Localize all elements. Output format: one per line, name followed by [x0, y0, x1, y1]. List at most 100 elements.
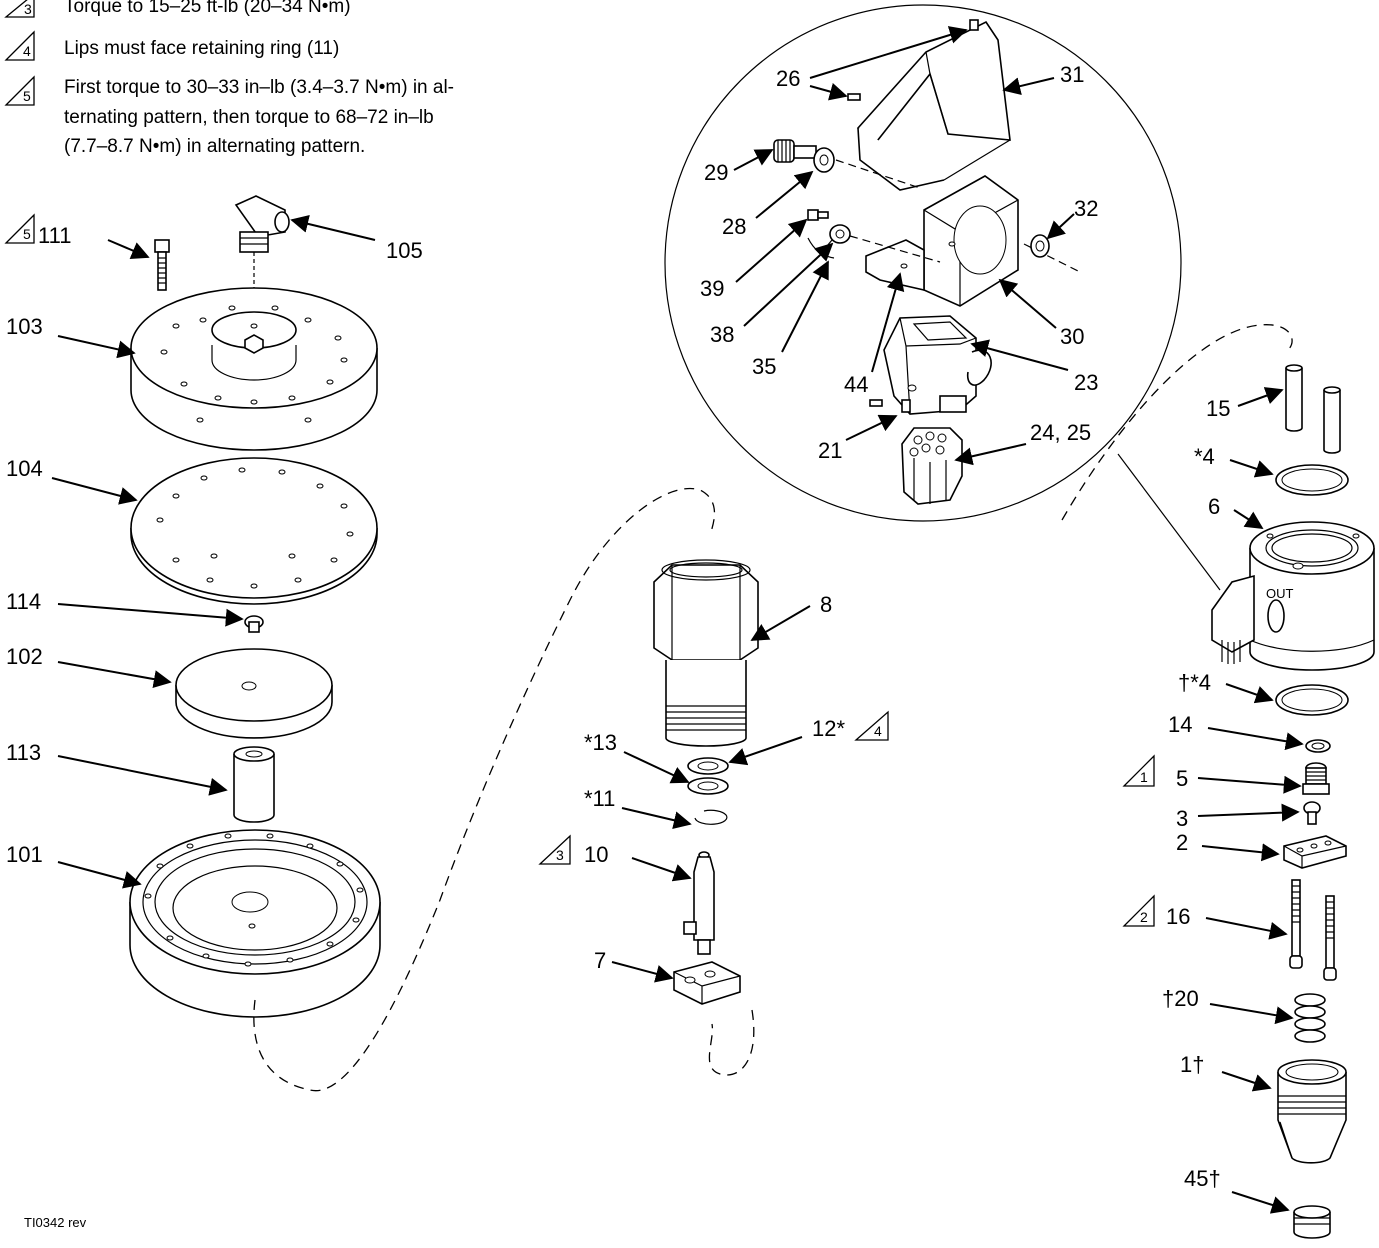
note-3-number: 3 [24, 1, 32, 17]
spring-20 [1294, 993, 1326, 1043]
dashed-connection-line [708, 1009, 755, 1076]
callout-38: 38 [710, 322, 734, 347]
note-5-line-2: ternating pattern, then torque to 68–72 … [64, 107, 434, 128]
warning-triangle-icon [1122, 754, 1155, 787]
callout-101: 101 [6, 842, 43, 867]
nut-5 [1302, 762, 1330, 795]
callout-35: 35 [752, 354, 776, 379]
warning-triangle-icon [1122, 894, 1155, 927]
callout-26: 26 [776, 66, 800, 91]
callout-23: 23 [1074, 370, 1098, 395]
callout-28: 28 [722, 214, 746, 239]
gasket-104 [130, 457, 378, 605]
callout-14: 14 [1168, 712, 1192, 737]
callout-10: 10 [584, 842, 608, 867]
callout-15: 15 [1206, 396, 1230, 421]
knob-29 [773, 139, 817, 163]
body-6: OUT [1211, 521, 1375, 671]
screw-114 [244, 615, 264, 633]
seal-12 [687, 757, 729, 775]
block-2 [1283, 835, 1347, 869]
note-5-number: 5 [23, 88, 31, 104]
screw-26-top [969, 19, 979, 31]
cover-plate-103 [130, 287, 378, 451]
body-marking: OUT [1266, 586, 1294, 601]
callout-31: 31 [1060, 62, 1084, 87]
callout-20: †20 [1162, 986, 1199, 1011]
callout-5: 5 [1176, 766, 1188, 791]
callout-1: 1† [1180, 1052, 1204, 1077]
callout-29: 29 [704, 160, 728, 185]
callout-12: 12* [812, 716, 845, 741]
bolt-111 [154, 239, 170, 291]
callout-2: 2 [1176, 830, 1188, 855]
dashed-connection-line [1061, 324, 1293, 521]
valve-3 [1303, 801, 1321, 825]
callout-104: 104 [6, 456, 43, 481]
callout-24-25: 24, 25 [1030, 420, 1091, 445]
figure-id: TI0342 rev [24, 1215, 87, 1230]
pin-15 [1285, 364, 1341, 454]
note-3-text: Torque to 15–25 ft-lb (20–34 N•m) [64, 0, 351, 17]
seal-13 [687, 777, 729, 795]
washer-32 [1030, 234, 1050, 258]
bracket-7 [673, 961, 741, 1005]
note-3: 3 Torque to 15–25 ft-lb (20–34 N•m) [4, 0, 351, 18]
housing-base-101 [129, 829, 381, 1018]
seat-housing-1 [1277, 1059, 1347, 1164]
screw-21 [869, 399, 911, 413]
cap-45 [1293, 1205, 1331, 1239]
middle-assembly: 8 12* 4 *13 *11 3 10 7 [538, 559, 889, 1076]
warning-triangle-icon [4, 75, 35, 106]
callout-45: 45† [1184, 1166, 1221, 1191]
screw-26 [847, 93, 861, 101]
note-4-number: 4 [23, 43, 31, 59]
callout-102: 102 [6, 644, 43, 669]
retaining-ring-11 [694, 809, 728, 825]
callout-4-top: *4 [1194, 444, 1215, 469]
washer-28 [813, 147, 835, 173]
o-ring-4-top [1275, 464, 1349, 496]
callout-111: 111 [38, 223, 71, 248]
callout-113: 113 [6, 740, 41, 765]
left-assembly: 5 111 105 103 104 114 102 113 101 [4, 195, 423, 1018]
pin-10 [683, 851, 715, 955]
seal-14 [1305, 739, 1331, 753]
ring-terminal-38 [821, 224, 851, 253]
warning-triangle-icon [4, 0, 35, 18]
callout-39: 39 [700, 276, 724, 301]
callout-13: *13 [584, 730, 617, 755]
housing-23 [883, 315, 992, 415]
callout-16: 16 [1166, 904, 1190, 929]
bolts-16 [1289, 879, 1337, 981]
screw-39 [807, 209, 829, 221]
note-5: 5 First torque to 30–33 in–lb (3.4–3.7 N… [4, 75, 454, 157]
callout-114: 114 [6, 589, 41, 614]
warning-triangle-icon [4, 213, 35, 244]
triangle-label: 2 [1140, 909, 1148, 925]
spacer-113 [233, 746, 275, 823]
detail-leader-line [1117, 453, 1221, 591]
warning-triangle-icon [854, 710, 889, 741]
callout-30: 30 [1060, 324, 1084, 349]
fitting-8 [653, 559, 759, 747]
callout-8: 8 [820, 592, 832, 617]
triangle-label: 5 [23, 226, 31, 242]
elbow-fitting-105 [234, 195, 290, 300]
callout-11: *11 [584, 786, 615, 811]
callout-44: 44 [844, 372, 868, 397]
note-4-text: Lips must face retaining ring (11) [64, 38, 339, 59]
note-5-line-1: First torque to 30–33 in–lb (3.4–3.7 N•m… [64, 77, 454, 98]
connector-24-25 [901, 427, 963, 505]
cover-31 [857, 20, 1011, 191]
callout-6: 6 [1208, 494, 1220, 519]
callout-21: 21 [818, 438, 842, 463]
callout-103: 103 [6, 314, 43, 339]
o-ring-4-bottom [1275, 684, 1349, 716]
triangle-label: 1 [1140, 769, 1148, 785]
triangle-label: 3 [556, 847, 564, 863]
triangle-label: 4 [874, 723, 882, 739]
disc-102 [175, 648, 333, 739]
detail-circle: 26 31 29 28 32 39 38 30 35 44 23 21 24, … [664, 4, 1182, 522]
